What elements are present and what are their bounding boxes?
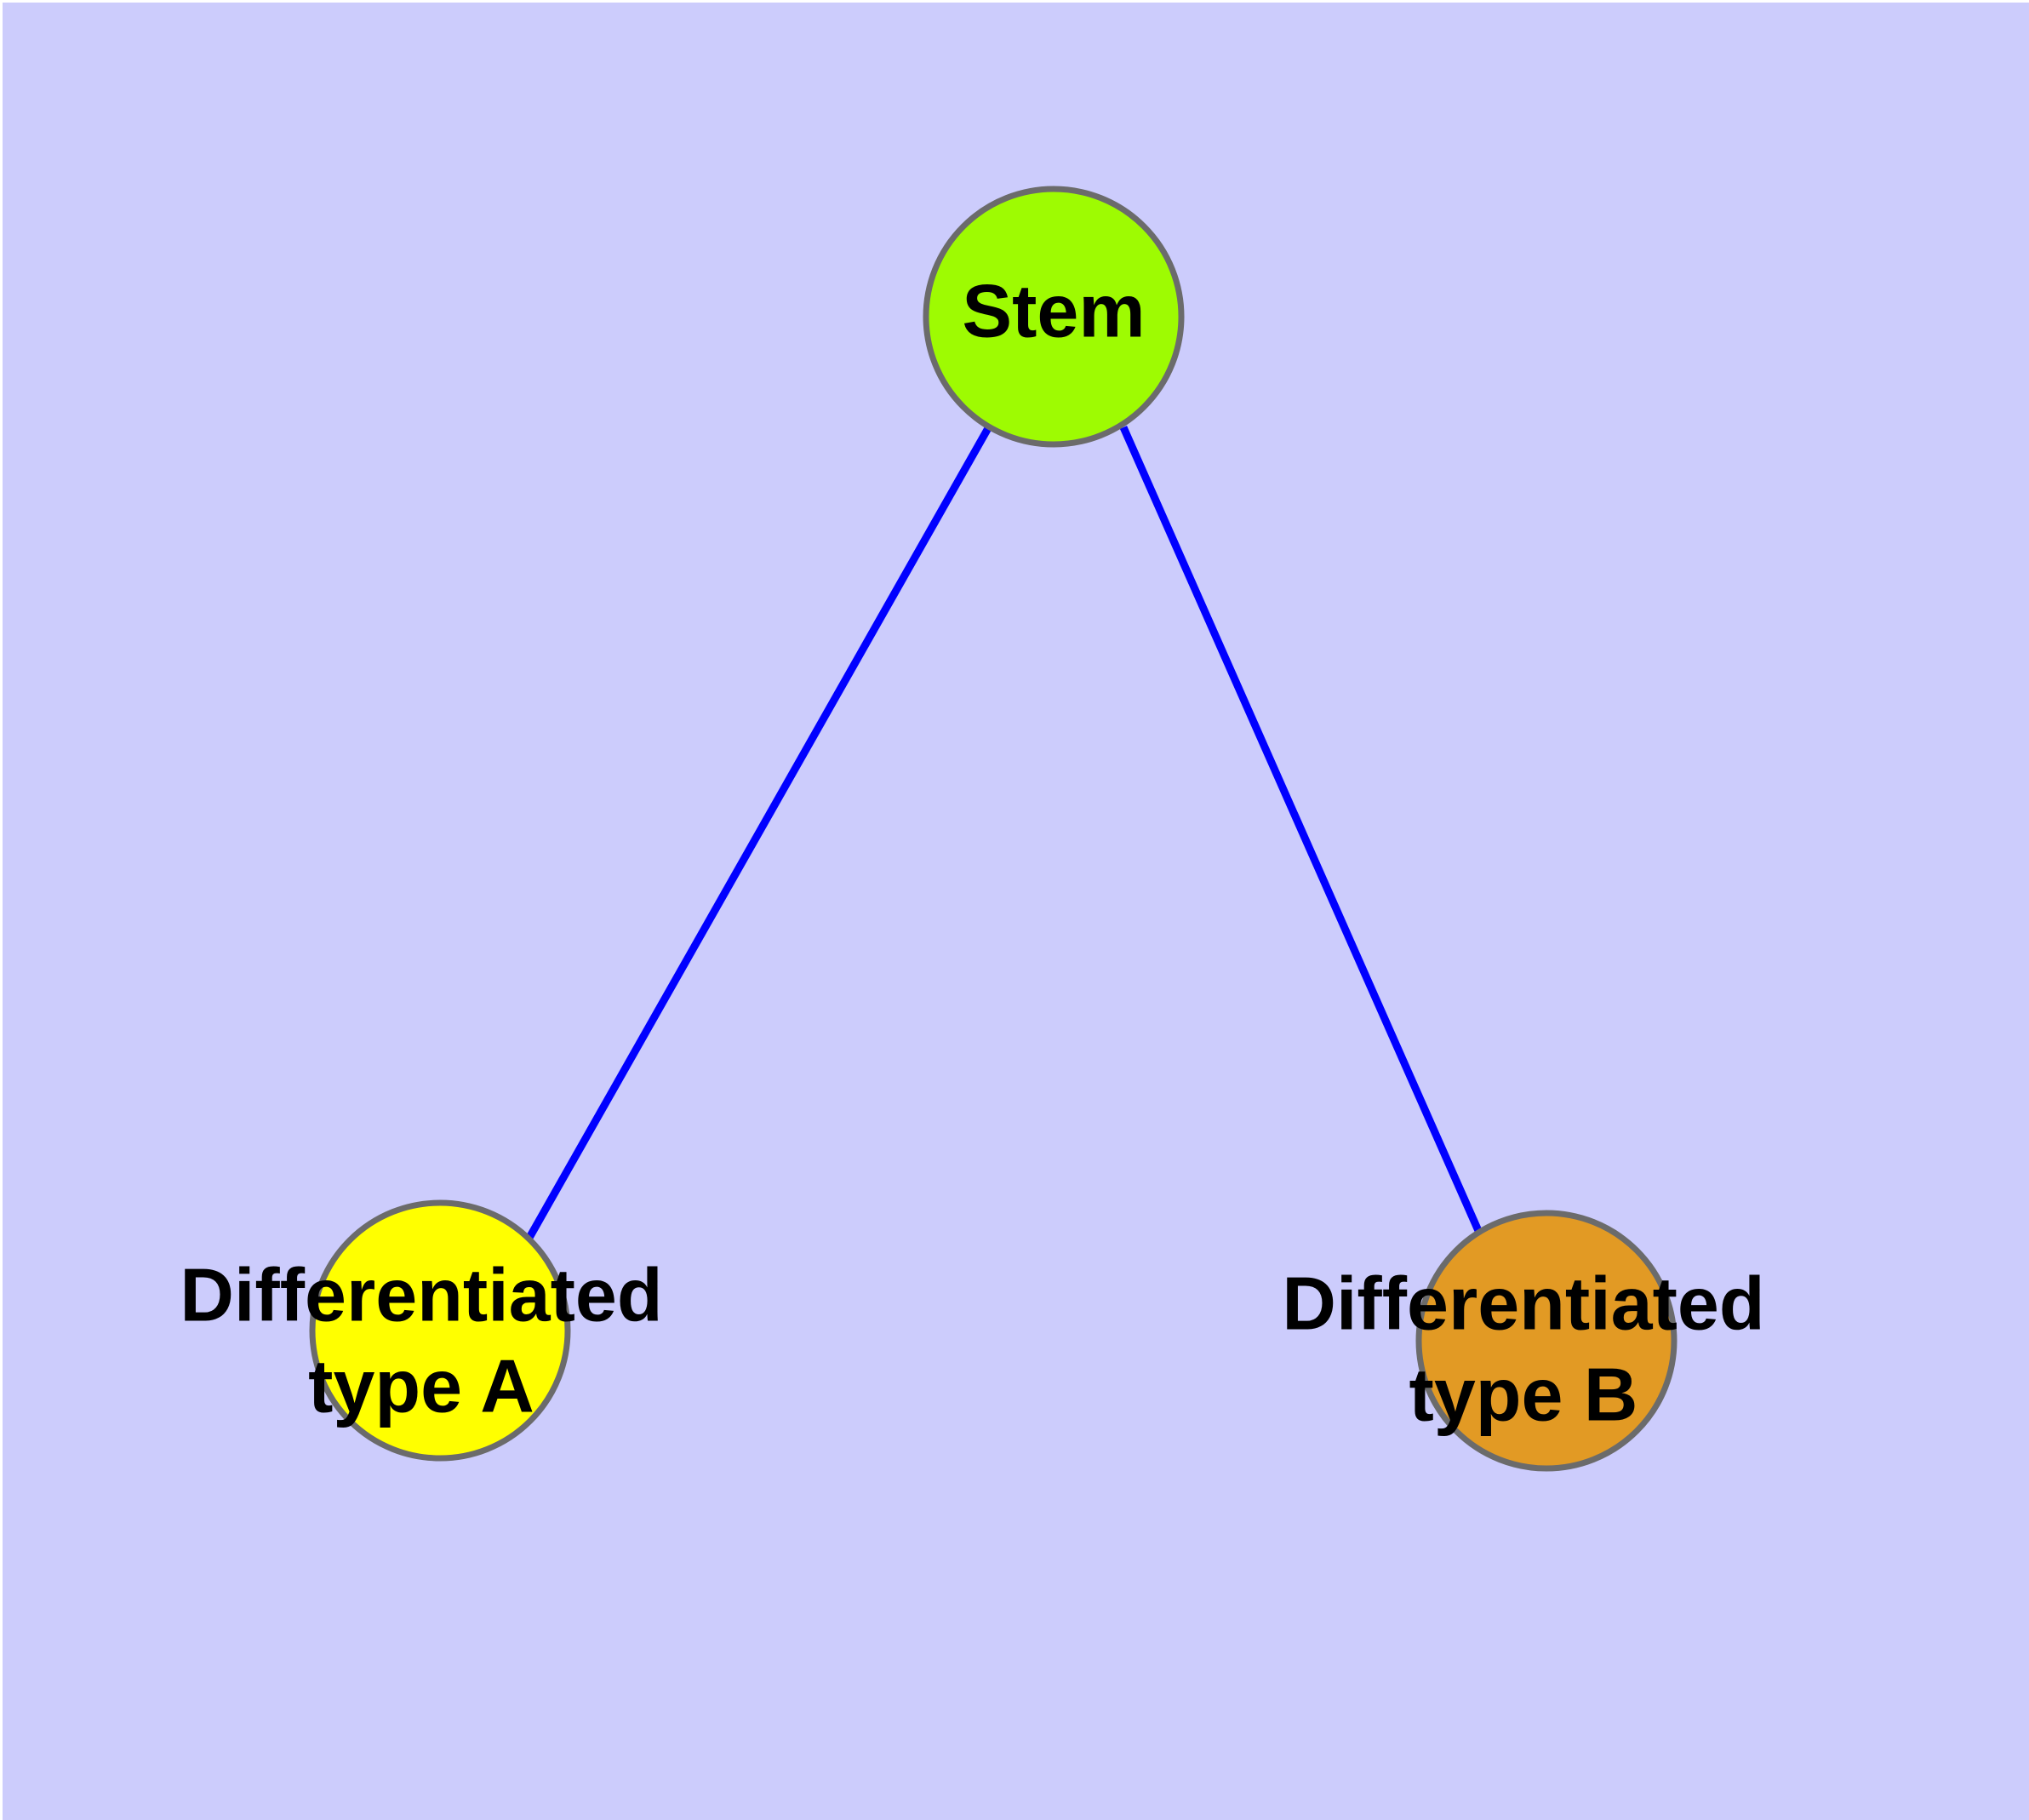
node-differentiated-type-a-circle[interactable] [309,1199,571,1462]
node-differentiated-type-b-circle[interactable] [1415,1210,1677,1472]
edge-stem-to-differentiated-type-a[interactable] [519,426,992,1252]
label-group: Stem Differentiated type A Differentiate… [180,268,1764,1436]
node-group [309,186,1677,1472]
node-stem-label: Stem [962,268,1145,352]
edge-group [519,426,1483,1252]
node-stem-circle[interactable] [923,186,1185,448]
node-differentiated-type-a-label-line2: type A [308,1343,534,1428]
node-differentiated-type-b-label-line1: Differentiated [1282,1261,1764,1345]
node-differentiated-type-b-label-line2: type B [1409,1352,1638,1436]
node-differentiated-type-a-label-line1: Differentiated [180,1252,662,1336]
edge-stem-to-differentiated-type-b[interactable] [1119,426,1483,1234]
